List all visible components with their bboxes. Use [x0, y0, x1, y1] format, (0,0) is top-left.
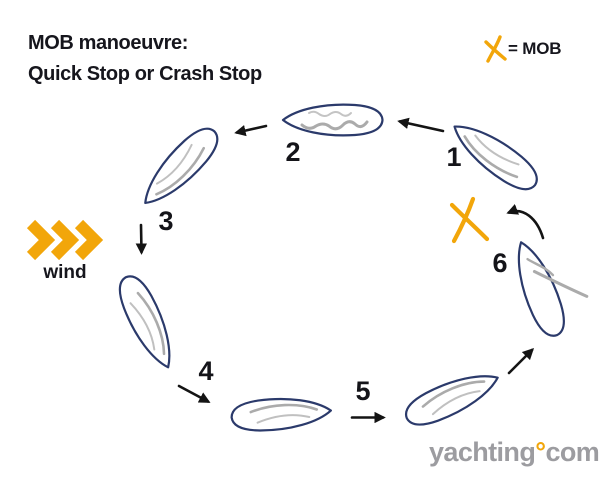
logo-prefix: yachting — [429, 437, 536, 467]
step-number-6: 6 — [492, 248, 508, 278]
step-number-1: 1 — [446, 142, 462, 172]
legend-label: = MOB — [508, 39, 562, 58]
arrow-step-1-to-2 — [397, 117, 445, 133]
legend-mob-x-icon — [484, 35, 507, 63]
title-line-2: Quick Stop or Crash Stop — [28, 63, 262, 85]
step-number-5: 5 — [355, 376, 371, 406]
boat-step-5 — [229, 393, 334, 435]
arrow-step-4-to-5 — [177, 384, 211, 403]
arrow-approach-to-6 — [507, 347, 535, 375]
step-number-2: 2 — [285, 137, 301, 167]
arrow-step-6-to-mob — [506, 204, 545, 240]
logo-degree-icon: ° — [535, 437, 546, 467]
boat-step-3 — [132, 119, 227, 215]
step-number-3: 3 — [158, 206, 174, 236]
boat-step-6-approach — [399, 362, 506, 434]
boat-step-6 — [517, 241, 589, 337]
title-line-1: MOB manoeuvre: — [28, 32, 188, 54]
mob-x-icon — [449, 196, 490, 244]
yachting-com-logo: yachting°com — [429, 437, 600, 468]
arrow-step-3-to-4 — [135, 223, 148, 255]
boat-step-4 — [110, 269, 184, 376]
arrow-step-2-to-3 — [234, 124, 268, 137]
diagram-title: MOB manoeuvre: Quick Stop or Crash Stop — [28, 28, 262, 90]
wind-label: wind — [43, 262, 87, 283]
logo-suffix: com — [545, 437, 600, 467]
boat-step-2 — [281, 103, 384, 137]
wind-chevrons-icon — [26, 219, 104, 261]
step-number-4: 4 — [198, 356, 214, 386]
